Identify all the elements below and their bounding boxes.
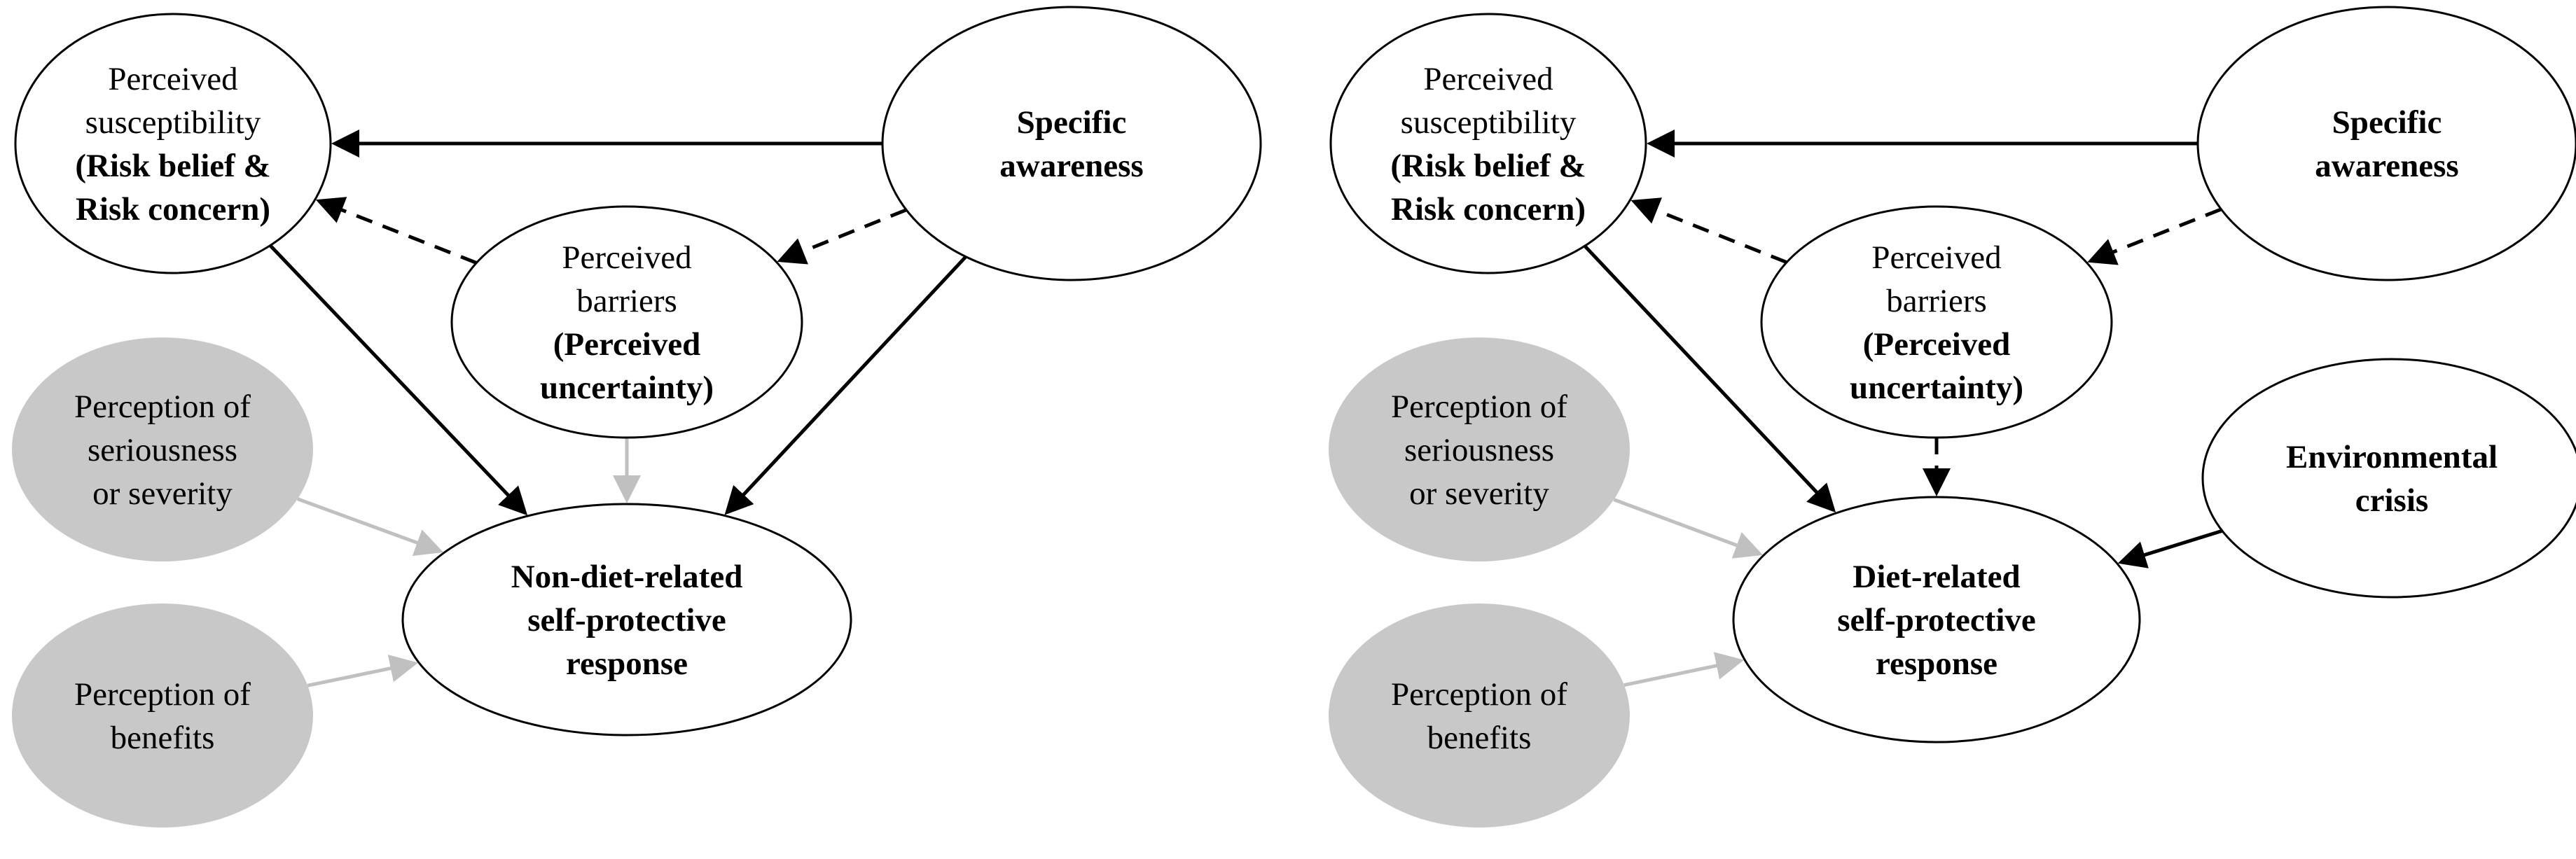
awareness-label-line: Specific	[2332, 104, 2442, 141]
barriers-label-line: Perceived	[562, 239, 691, 276]
susceptibility-ellipse	[1329, 13, 1647, 274]
awareness-label-line: awareness	[2315, 148, 2458, 184]
barriers-ellipse	[1760, 205, 2113, 439]
benefits-ellipse	[1329, 603, 1630, 827]
node-awareness: Specific awareness	[881, 6, 1262, 281]
node-susceptibility: Perceived susceptibility (Risk belief & Ris…	[14, 13, 332, 274]
edge-seriousness-to-response	[297, 497, 444, 557]
barriers-label-line: Perceived	[1871, 239, 2001, 276]
response-label-line: self-protective	[527, 602, 726, 638]
seriousness-label-line: or severity	[1409, 475, 1549, 512]
susceptibility-label-line: Perceived	[1423, 61, 1553, 97]
benefits-label-line: benefits	[111, 720, 215, 756]
edge-seriousness-to-response	[1613, 498, 1764, 559]
node-barriers: Perceived barriers (Perceived uncertainty)	[1760, 205, 2113, 439]
node-benefits: Perception of benefits	[12, 603, 313, 827]
susceptibility-label-line: (Risk belief &	[75, 148, 270, 184]
awareness-ellipse	[2196, 6, 2576, 281]
susceptibility-label-line: susceptibility	[85, 104, 261, 141]
benefits-label-line: benefits	[1427, 720, 1532, 756]
seriousness-ellipse	[1329, 337, 1630, 561]
edge-susceptibility-to-response	[268, 244, 528, 516]
benefits-label-line: Perception of	[1391, 676, 1567, 713]
barriers-label-line: (Perceived	[1863, 326, 2011, 363]
susceptibility-label-line: Risk concern)	[1391, 191, 1586, 228]
seriousness-label-line: Perception of	[1391, 389, 1567, 425]
awareness-label-line: Specific	[1017, 104, 1127, 141]
response-label-line: response	[566, 645, 688, 682]
crisis-label-line: Environmental	[2286, 439, 2498, 475]
barriers-ellipse	[450, 205, 803, 439]
edge-awareness-to-barriers	[777, 208, 907, 265]
edge-barriers-to-susceptibility	[1630, 197, 1787, 265]
node-response: Non-diet-related self-protective response	[401, 503, 852, 736]
barriers-label-line: uncertainty)	[1850, 370, 2023, 406]
node-seriousness: Perception of seriousness or severity	[12, 337, 313, 561]
edge-crisis-to-response	[2117, 529, 2223, 568]
node-crisis: Environmental crisis	[2201, 358, 2576, 599]
crisis-label-line: crisis	[2355, 482, 2428, 519]
seriousness-label-line: Perception of	[74, 389, 251, 425]
barriers-label-line: barriers	[1886, 283, 1987, 319]
node-barriers: Perceived barriers (Perceived uncertainty)	[450, 205, 803, 439]
node-response: Diet-related self-protective response	[1732, 496, 2141, 743]
node-seriousness: Perception of seriousness or severity	[1329, 337, 1630, 561]
susceptibility-label-line: Perceived	[108, 61, 237, 97]
response-ellipse	[1732, 496, 2141, 743]
seriousness-label-line: or severity	[92, 475, 233, 512]
awareness-label-line: awareness	[999, 148, 1143, 184]
barriers-label-line: uncertainty)	[540, 370, 714, 406]
seriousness-label-line: seriousness	[88, 432, 237, 468]
response-ellipse	[401, 503, 852, 736]
response-label-line: Diet-related	[1853, 559, 2020, 595]
edge-awareness-to-response	[724, 255, 967, 515]
barriers-label-line: (Perceived	[553, 326, 701, 363]
response-label-line: Non-diet-related	[511, 559, 743, 595]
edge-barriers-to-susceptibility	[315, 197, 478, 265]
susceptibility-label-line: susceptibility	[1401, 104, 1577, 141]
node-susceptibility: Perceived susceptibility (Risk belief & Ris…	[1329, 13, 1647, 274]
edge-benefits-to-response	[1623, 652, 1745, 687]
barriers-label-line: barriers	[576, 283, 677, 319]
node-layer: Perceived susceptibility (Risk belief & Ris…	[12, 6, 2576, 827]
susceptibility-label-line: (Risk belief &	[1390, 148, 1586, 184]
edge-awareness-to-barriers	[2087, 207, 2222, 265]
node-awareness: Specific awareness	[2196, 6, 2576, 281]
benefits-label-line: Perception of	[74, 676, 251, 713]
crisis-ellipse	[2201, 358, 2576, 599]
edge-susceptibility-to-response	[1583, 244, 1836, 513]
response-label-line: self-protective	[1837, 602, 2036, 638]
seriousness-label-line: seriousness	[1404, 432, 1554, 468]
node-benefits: Perception of benefits	[1329, 603, 1630, 827]
benefits-ellipse	[12, 603, 313, 827]
edge-layer	[268, 130, 2223, 687]
response-label-line: response	[1876, 645, 1997, 682]
awareness-ellipse	[881, 6, 1262, 281]
susceptibility-ellipse	[14, 13, 332, 274]
susceptibility-label-line: Risk concern)	[76, 191, 270, 228]
edge-benefits-to-response	[307, 655, 418, 687]
seriousness-ellipse	[12, 337, 313, 561]
